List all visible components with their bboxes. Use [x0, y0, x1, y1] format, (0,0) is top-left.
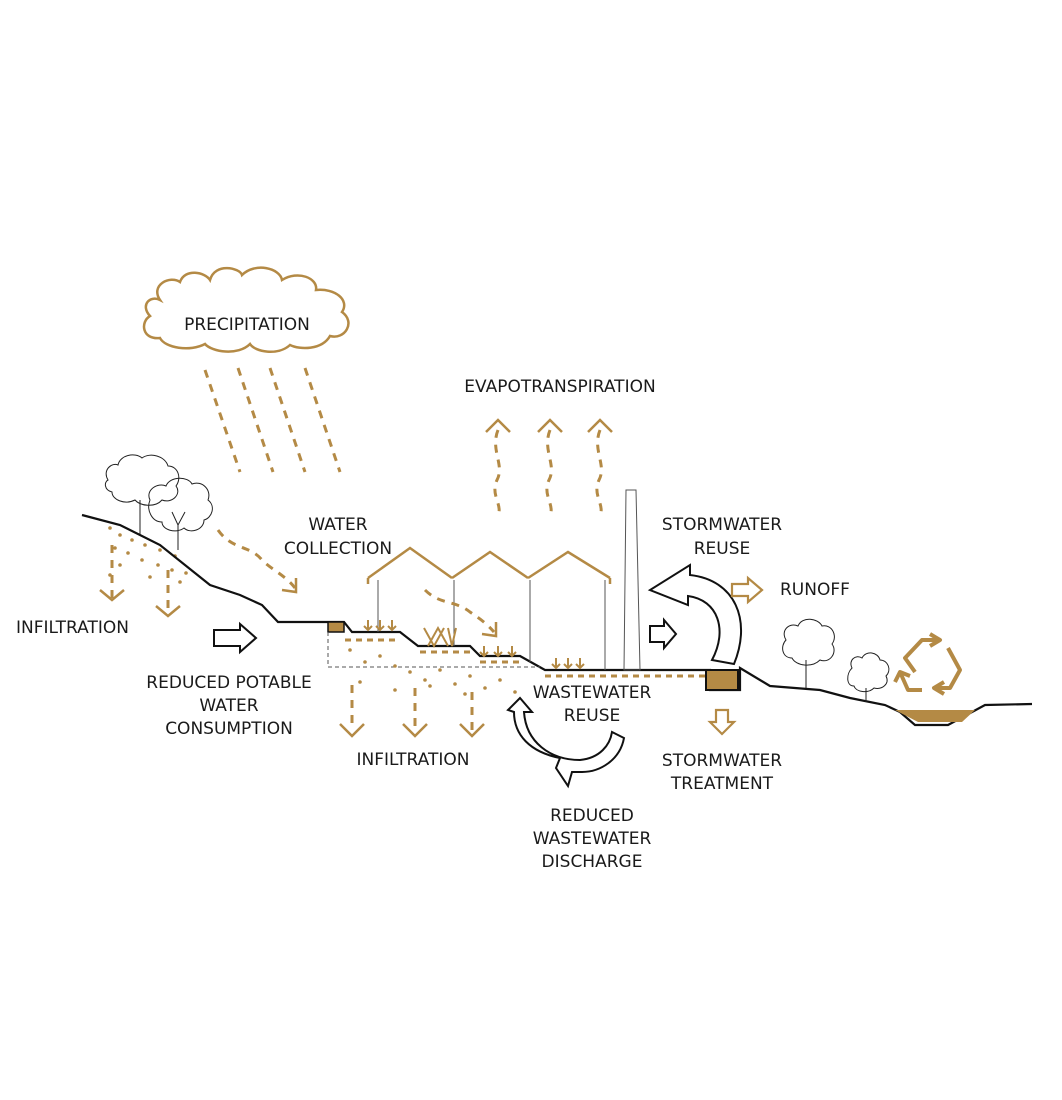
precipitation-label: PRECIPITATION: [184, 315, 310, 335]
stormwater-tank: [705, 669, 739, 691]
reduced-wastewater-label-3: DISCHARGE: [542, 852, 643, 872]
wastewater-reuse-label-1: WASTEWATER: [533, 683, 652, 703]
pond-icon: [895, 710, 975, 722]
infiltration-left-label: INFILTRATION: [16, 618, 129, 638]
stormwater-treatment-label-2: TREATMENT: [670, 774, 774, 794]
stormwater-treatment-label-1: STORMWATER: [662, 751, 782, 771]
treatment-arrow-icon: [707, 708, 737, 736]
reduced-potable-label-3: CONSUMPTION: [165, 719, 293, 739]
subsurface-layer: [345, 638, 705, 678]
wastewater-arrow-icon: [649, 617, 678, 651]
runoff-slope-arrow: [216, 529, 297, 589]
wastewater-reuse-label-2: REUSE: [564, 706, 621, 726]
tree-icon-right: [782, 618, 890, 702]
left-infiltration-arrows: [99, 545, 181, 618]
underground-boundary: [327, 632, 540, 668]
chimney-icon: [623, 489, 641, 671]
recycle-icon: [893, 632, 962, 696]
runoff-label: RUNOFF: [780, 580, 850, 600]
water-collection-label-2: COLLECTION: [284, 539, 392, 559]
stormwater-reuse-label-1: STORMWATER: [662, 515, 782, 535]
collection-drop-arrows: [363, 620, 585, 670]
potable-arrow-icon: [213, 621, 258, 655]
building-icon: [366, 546, 612, 670]
cloud-icon: [142, 266, 350, 353]
left-infiltration-dots: [108, 526, 188, 584]
runoff-slope-arrowhead: [281, 578, 298, 594]
center-infiltration-arrows: [339, 685, 485, 738]
collection-flow-arrow: [423, 588, 496, 633]
reduced-potable-label-1: REDUCED POTABLE: [146, 673, 311, 693]
rain-lines: [203, 367, 342, 473]
evapotranspiration-arrows: [485, 418, 613, 516]
reduced-wastewater-label-1: REDUCED: [550, 806, 634, 826]
stormwater-reuse-arrow: [647, 563, 743, 666]
wastewater-cycle-arrow: [506, 696, 626, 789]
stormwater-reuse-label-2: REUSE: [694, 539, 751, 559]
reduced-wastewater-label-2: WASTEWATER: [533, 829, 652, 849]
ground-line: [81, 513, 1033, 727]
reduced-potable-label-2: WATER: [199, 696, 258, 716]
tree-icon: [104, 454, 213, 550]
site-infiltration-dots: [348, 648, 517, 696]
water-collection-label-1: WATER: [308, 515, 367, 535]
infiltration-center-label: INFILTRATION: [357, 750, 470, 770]
runoff-arrow-icon: [730, 575, 764, 605]
tank-left: [327, 621, 345, 633]
evapotranspiration-label: EVAPOTRANSPIRATION: [464, 377, 655, 397]
